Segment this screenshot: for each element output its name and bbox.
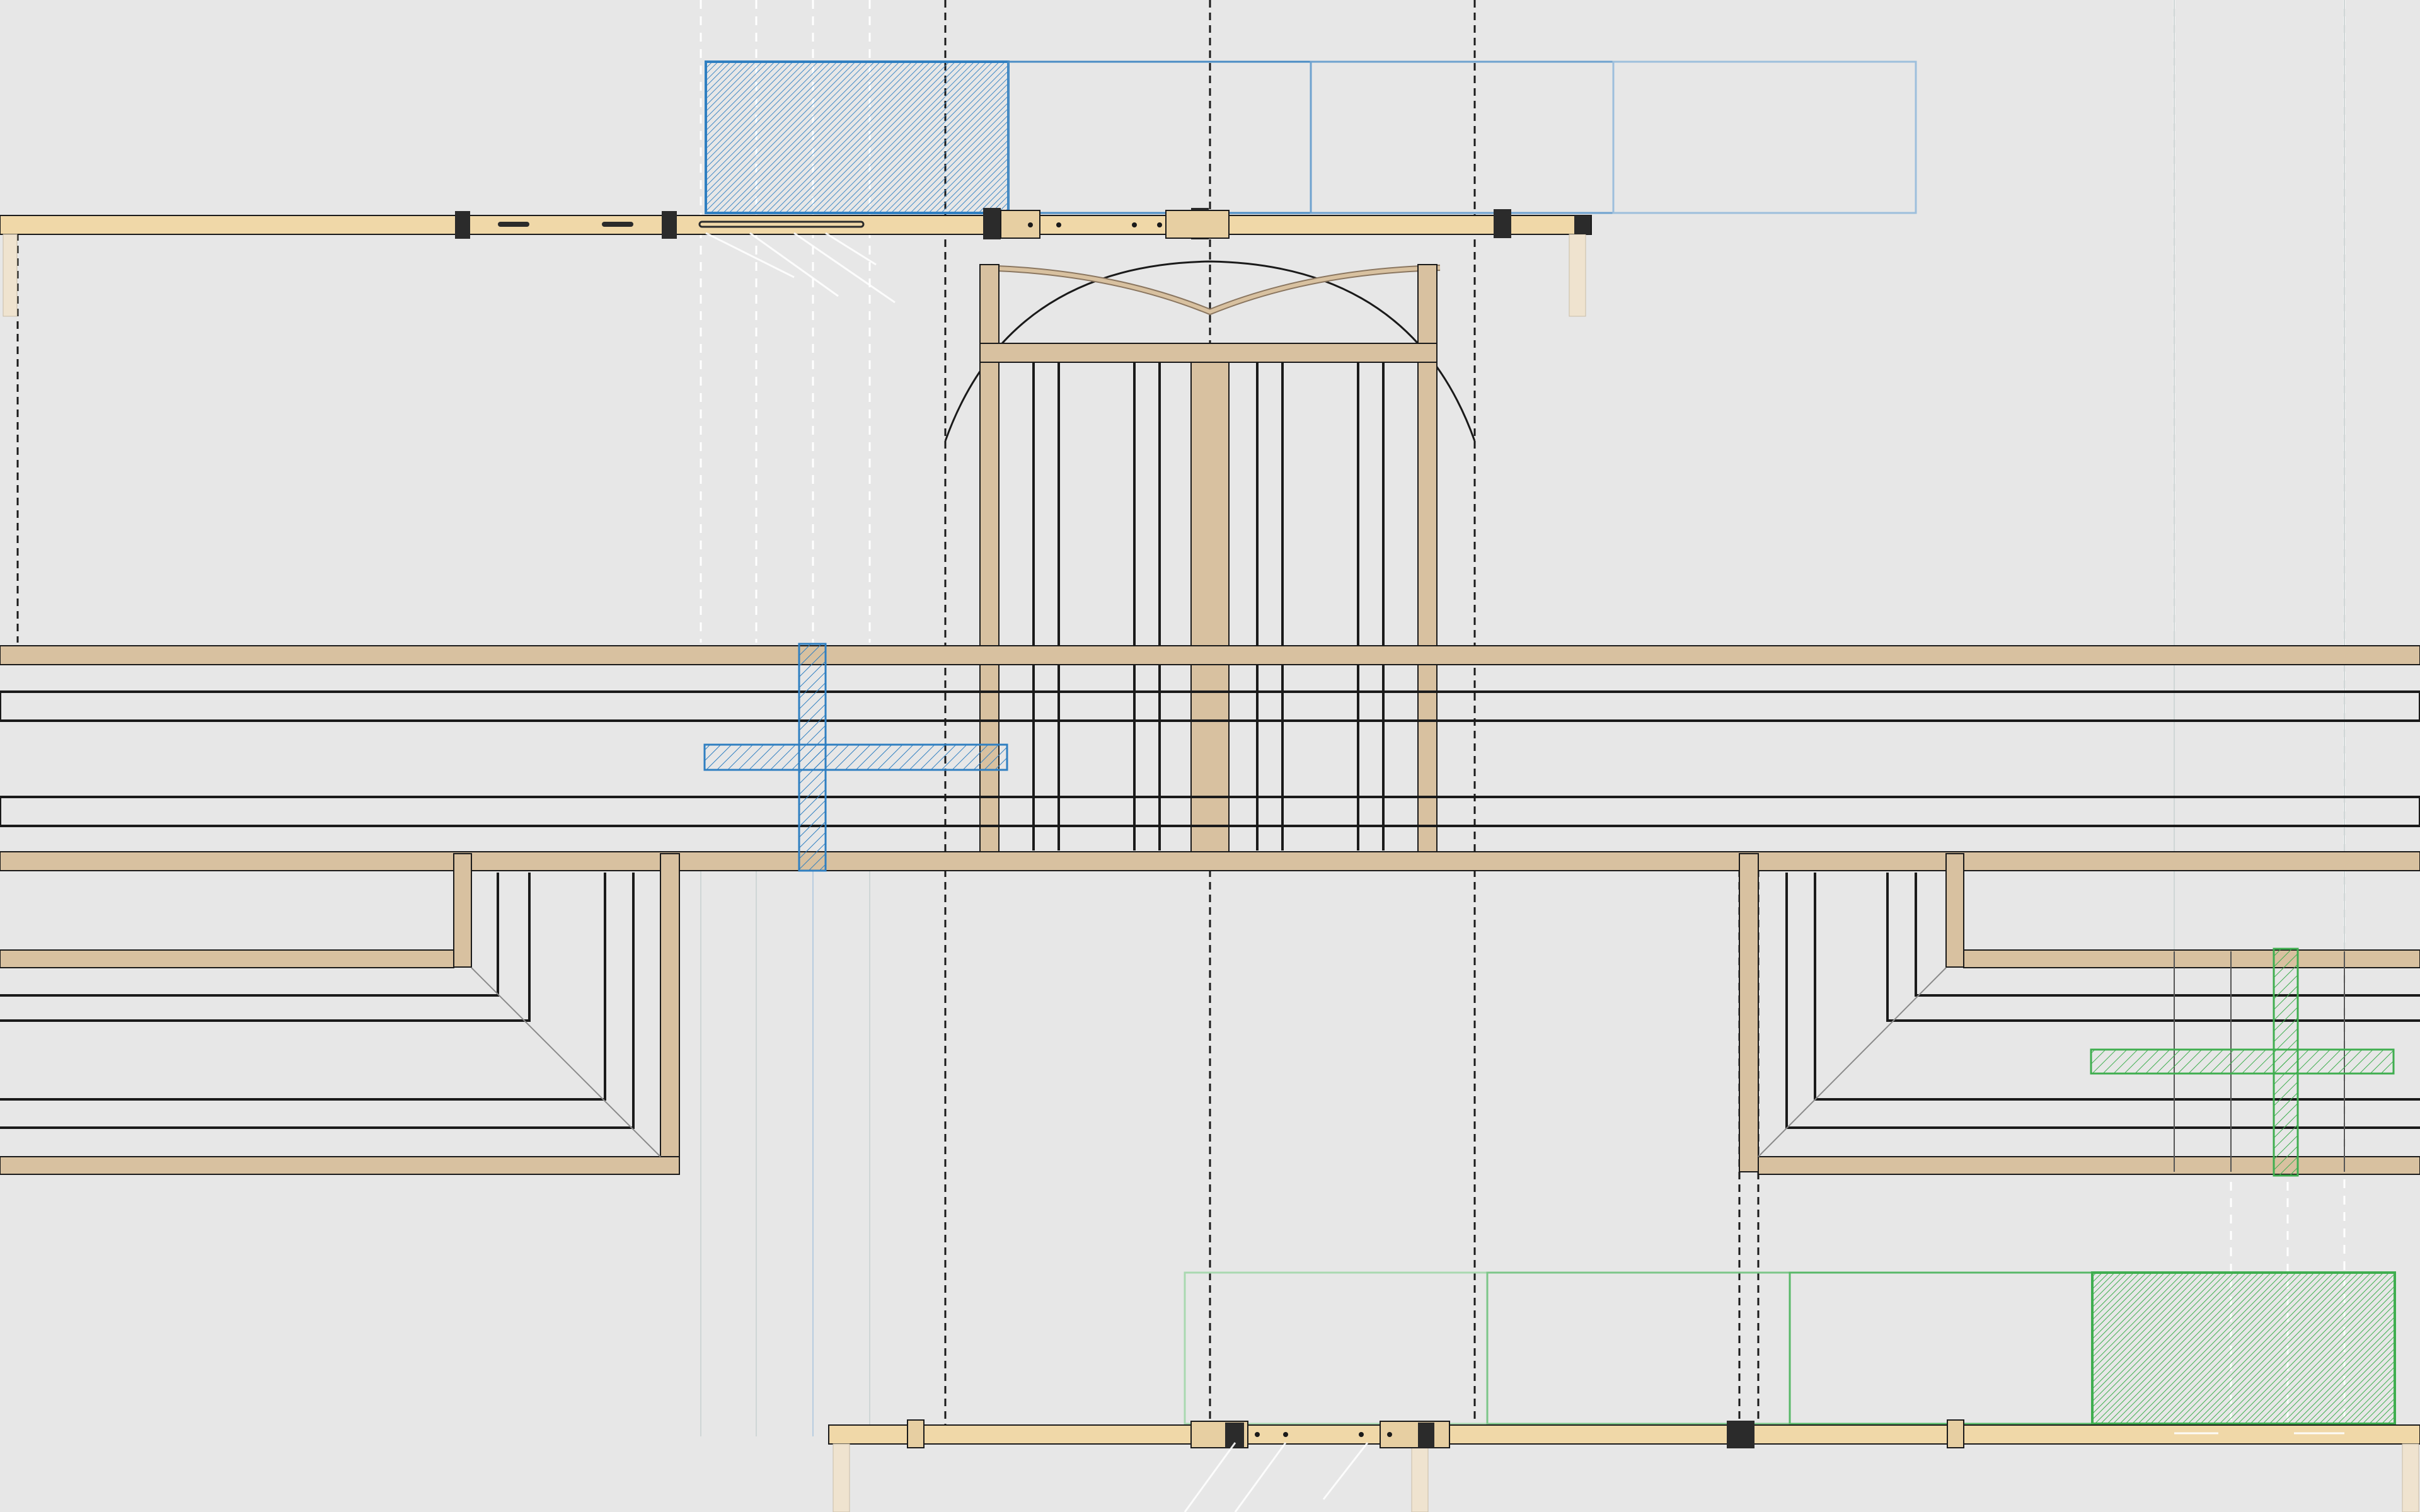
top-box-1-hatched <box>705 60 1010 214</box>
bottom-box-4-hatched <box>2091 1271 2396 1425</box>
bottom-rail <box>828 1419 2420 1512</box>
blue-cross-marker <box>703 643 1008 872</box>
top-box-4 <box>1612 60 1917 214</box>
hardware-block <box>1494 209 1511 238</box>
top-rail <box>0 208 1592 317</box>
bottom-green-boxes <box>1184 1271 2396 1425</box>
right-cabinet <box>1739 853 2420 1175</box>
hardware-block <box>662 211 677 239</box>
top-blue-boxes <box>705 60 1917 214</box>
hardware-block <box>1727 1421 1754 1448</box>
hardware-block <box>983 208 1001 239</box>
left-cabinet <box>0 853 680 1175</box>
middle-rails <box>0 645 2420 871</box>
hardware-block <box>455 211 470 239</box>
green-cross-marker <box>2090 948 2395 1177</box>
